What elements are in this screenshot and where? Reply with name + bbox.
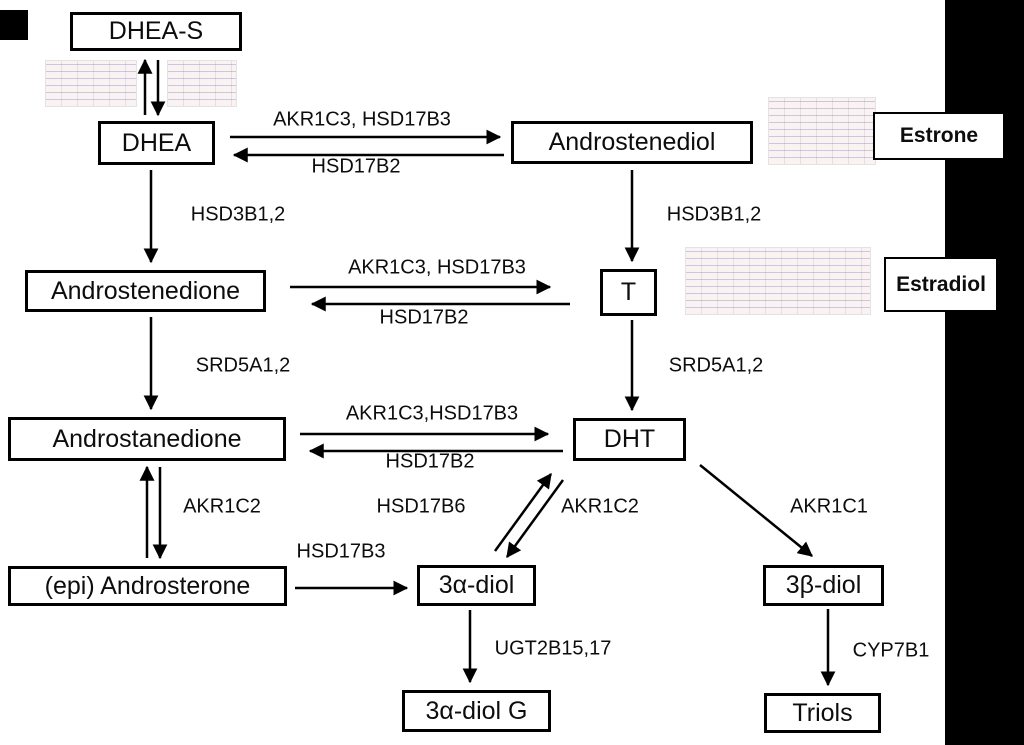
arrow-dht-to-3adiol [505,479,565,559]
enzyme-label-dht-3adiol-left: HSD17B6 [376,495,466,518]
node-dhea: DHEA [98,121,215,165]
enzyme-label-3bdiol-triols: CYP7B1 [852,639,930,662]
enzyme-label-androstenediol-t: HSD3B1,2 [666,203,762,226]
arrow-3adiol-to-dht [493,472,553,552]
node-dhea-s: DHEA-S [70,12,242,51]
pathway-thumbnail [768,97,876,165]
enzyme-label-dht-3adiol-right: AKR1C2 [561,495,639,518]
enzyme-label-androstenedione-androstanedione: SRD5A1,2 [195,354,291,377]
node-estradiol: Estradiol [884,257,998,312]
enzyme-label-dhea-androstenediol-fwd: AKR1C3, HSD17B3 [273,108,451,131]
enzyme-label-androsterone-3adiol: HSD17B3 [296,540,386,563]
node-3alpha-diol-g: 3α-diol G [402,690,551,732]
enzyme-label-dhea-androstenediol-rev: HSD17B2 [311,155,401,178]
enzyme-label-dht-3bdiol: AKR1C1 [790,495,868,518]
node-3beta-diol: 3β-diol [763,565,884,606]
enzyme-label-t-dht: SRD5A1,2 [668,354,764,377]
node-3alpha-diol: 3α-diol [417,565,536,606]
enzyme-label-androstenedione-t-rev: HSD17B2 [379,306,469,329]
enzyme-label-dhea-androstenedione: HSD3B1,2 [190,203,286,226]
node-triols: Triols [764,693,881,733]
enzyme-label-androstanedione-dht-fwd: AKR1C3,HSD17B3 [345,402,519,425]
pathway-thumbnail [167,60,237,107]
corner-black-mark [0,10,28,40]
node-androstenediol: Androstenediol [511,121,753,164]
enzyme-label-androstanedione-androsterone: AKR1C2 [183,495,261,518]
pathway-thumbnail [45,60,137,107]
enzyme-label-androstanedione-dht-rev: HSD17B2 [385,450,475,473]
arrow-dht-to-3bdiol [699,464,813,557]
node-epi-androsterone: (epi) Androsterone [8,566,287,606]
node-estrone: Estrone [873,112,1005,160]
node-androstenedione: Androstenedione [25,270,266,312]
pathway-thumbnail [685,247,871,315]
node-testosterone: T [600,269,657,316]
node-androstanedione: Androstanedione [8,417,286,461]
enzyme-label-3adiol-3adiolg: UGT2B15,17 [494,637,612,660]
enzyme-label-androstenedione-t-fwd: AKR1C3, HSD17B3 [348,256,526,279]
node-dht: DHT [573,418,686,461]
